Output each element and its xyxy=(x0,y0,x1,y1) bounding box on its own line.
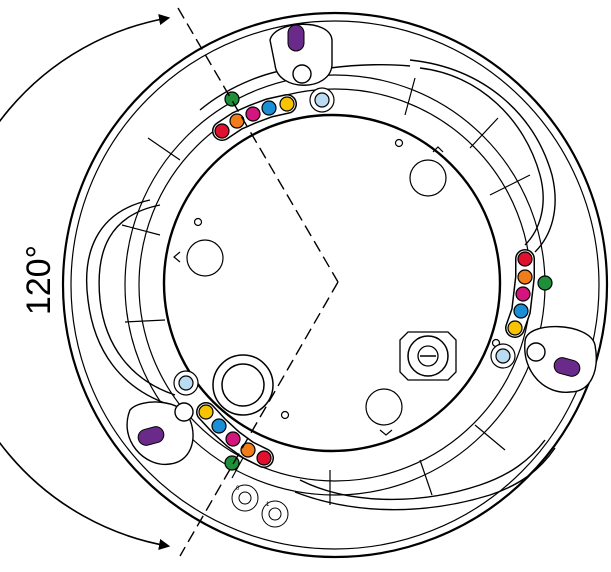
rotary-dial-2[interactable]: 1 xyxy=(261,500,289,528)
cable-gland[interactable] xyxy=(212,354,274,416)
wire-terminal-magenta[interactable] xyxy=(245,106,261,122)
slot-top[interactable] xyxy=(287,24,305,52)
wire-terminal-yellow[interactable] xyxy=(507,320,523,336)
wire-terminal-green[interactable] xyxy=(224,91,240,107)
terminal-block-bottom xyxy=(196,402,274,471)
terminal-blocks xyxy=(196,91,553,471)
wire-terminal-blue[interactable] xyxy=(513,303,529,319)
wire-terminal-yellow[interactable] xyxy=(279,96,295,112)
wire-terminal-blue[interactable] xyxy=(211,418,227,434)
wire-terminal-red[interactable] xyxy=(214,123,230,139)
pin-hole-2 xyxy=(193,217,203,227)
rotary-dial-1[interactable]: 0 xyxy=(231,484,259,512)
mount-hole-left[interactable] xyxy=(186,239,224,277)
plate-notch-top xyxy=(432,146,444,153)
earth-screw-left-core xyxy=(178,375,194,391)
inner-plate xyxy=(162,113,502,453)
earth-screws xyxy=(173,87,516,396)
plate-notch-left xyxy=(173,251,181,263)
inner-ring xyxy=(138,88,532,482)
screw-left[interactable] xyxy=(174,402,194,422)
earth-screw-right-core xyxy=(495,348,511,364)
lug-top xyxy=(269,23,333,86)
dashed-line-bottom xyxy=(179,281,339,557)
rotary-dials: 0 1 xyxy=(231,484,289,528)
pin-hole-1 xyxy=(394,138,404,148)
rotation-arc xyxy=(0,14,171,550)
wire-terminal-orange[interactable] xyxy=(240,442,256,458)
outer-rim xyxy=(61,11,609,559)
plate-edge xyxy=(162,113,502,453)
rotation-guides xyxy=(177,7,339,557)
earth-screw-top-core xyxy=(314,92,330,108)
pin-hole-4 xyxy=(280,410,290,420)
mount-hole-top[interactable] xyxy=(409,159,447,197)
dial-label-2: 1 xyxy=(266,502,270,508)
wire-terminal-green[interactable] xyxy=(537,275,553,291)
wire-terminal-yellow[interactable] xyxy=(198,404,214,420)
outer-rim-inner xyxy=(70,20,600,550)
slot-right[interactable] xyxy=(552,356,581,378)
plate-notch-bottom xyxy=(379,429,393,436)
wire-terminal-red[interactable] xyxy=(256,450,272,466)
terminal-block-right xyxy=(505,249,553,338)
wire-terminal-red[interactable] xyxy=(517,251,533,267)
radial-ribs xyxy=(121,77,531,505)
terminal-block-top xyxy=(212,91,297,141)
screw-right[interactable] xyxy=(526,342,546,362)
wire-terminal-orange[interactable] xyxy=(517,269,533,285)
locking-screw[interactable] xyxy=(399,331,457,381)
plate-holes xyxy=(186,138,501,426)
lobed-flange xyxy=(85,59,556,511)
wire-terminal-orange[interactable] xyxy=(229,113,245,129)
mount-hole-bottom[interactable] xyxy=(365,388,403,426)
angle-label: 120° xyxy=(20,245,58,315)
dial-label-1: 0 xyxy=(236,486,240,492)
angle-label-bg xyxy=(15,225,55,325)
screw-top[interactable] xyxy=(292,64,312,84)
wire-terminal-magenta[interactable] xyxy=(225,431,241,447)
wire-terminal-blue[interactable] xyxy=(261,100,277,116)
wire-terminal-magenta[interactable] xyxy=(515,286,531,302)
